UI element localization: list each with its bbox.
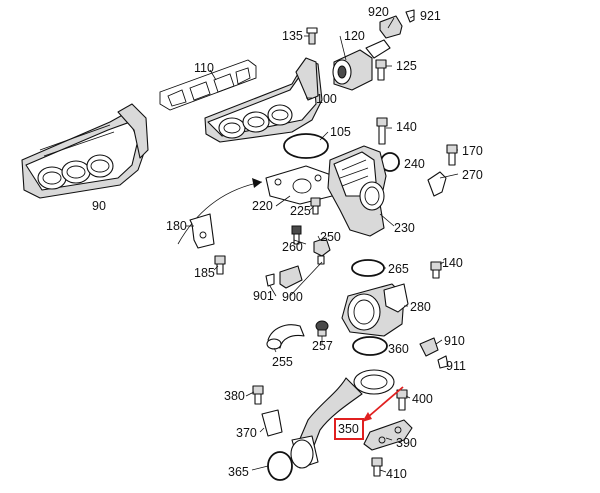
o-ring-360 bbox=[352, 336, 388, 356]
callout-140-lower: 140 bbox=[442, 256, 463, 270]
bolt-410 bbox=[371, 457, 383, 477]
callout-400: 400 bbox=[412, 392, 433, 406]
intake-manifold-left bbox=[21, 103, 149, 199]
bolt-140-lower bbox=[430, 261, 442, 279]
callout-260: 260 bbox=[282, 240, 303, 254]
bolt-225 bbox=[310, 197, 321, 215]
callout-257: 257 bbox=[312, 339, 333, 353]
callout-910: 910 bbox=[444, 334, 465, 348]
callout-100: 100 bbox=[316, 92, 337, 106]
callouts: 920 921 135 120 125 110 100 105 140 170 … bbox=[92, 5, 483, 481]
o-ring-105 bbox=[283, 133, 329, 159]
callout-220: 220 bbox=[252, 199, 273, 213]
o-ring-265 bbox=[351, 259, 385, 277]
clip-921 bbox=[405, 9, 415, 23]
clip-901 bbox=[265, 273, 275, 287]
plug-135 bbox=[306, 27, 318, 45]
actuator-120 bbox=[332, 39, 391, 91]
callout-920: 920 bbox=[368, 5, 389, 19]
callout-90: 90 bbox=[92, 199, 106, 213]
bracket-180 bbox=[189, 213, 215, 249]
callout-380: 380 bbox=[224, 389, 245, 403]
callout-185: 185 bbox=[194, 266, 215, 280]
callout-390: 390 bbox=[396, 436, 417, 450]
callout-225: 225 bbox=[290, 204, 311, 218]
callout-901: 901 bbox=[253, 289, 274, 303]
clip-911 bbox=[437, 355, 449, 369]
hose-255 bbox=[266, 324, 305, 350]
callout-900: 900 bbox=[282, 290, 303, 304]
callout-230: 230 bbox=[394, 221, 415, 235]
bolt-185 bbox=[214, 255, 226, 275]
fitting-257 bbox=[315, 320, 329, 337]
bolt-125 bbox=[375, 59, 387, 81]
callout-350: 350 bbox=[338, 422, 359, 436]
housing-230 bbox=[327, 145, 387, 237]
bracket-390 bbox=[363, 419, 413, 451]
callout-250: 250 bbox=[320, 230, 341, 244]
manifold-gasket bbox=[159, 59, 257, 111]
callout-360: 360 bbox=[388, 342, 409, 356]
callout-410: 410 bbox=[386, 467, 407, 481]
highlight-arrow bbox=[362, 386, 404, 422]
bracket-370 bbox=[261, 409, 283, 437]
callout-270: 270 bbox=[462, 168, 483, 182]
assembly-arrow bbox=[177, 181, 263, 245]
callout-265: 265 bbox=[388, 262, 409, 276]
connector-910 bbox=[419, 337, 439, 357]
assembly-arrowhead bbox=[252, 178, 262, 188]
callout-911: 911 bbox=[446, 359, 466, 373]
callout-370: 370 bbox=[236, 426, 257, 440]
callout-170: 170 bbox=[462, 144, 483, 158]
callout-255: 255 bbox=[272, 355, 293, 369]
highlight-box-350 bbox=[334, 418, 364, 440]
callout-921: 921 bbox=[420, 9, 441, 23]
intake-pipe-350 bbox=[290, 369, 395, 469]
callout-280: 280 bbox=[410, 300, 431, 314]
callout-125: 125 bbox=[396, 59, 417, 73]
o-ring-365 bbox=[267, 451, 293, 481]
callout-135: 135 bbox=[282, 29, 303, 43]
callout-365: 365 bbox=[228, 465, 249, 479]
intake-manifold-right bbox=[204, 57, 323, 143]
leader-lines bbox=[186, 15, 459, 473]
throttle-body-280 bbox=[341, 283, 409, 337]
callout-120: 120 bbox=[344, 29, 365, 43]
bolt-170 bbox=[446, 144, 458, 166]
bolt-140-upper bbox=[376, 117, 388, 145]
connector-920 bbox=[379, 15, 403, 39]
callout-240: 240 bbox=[404, 157, 425, 171]
callout-110: 110 bbox=[194, 61, 214, 75]
connector-900 bbox=[279, 265, 303, 289]
callout-180: 180 bbox=[166, 219, 187, 233]
callout-140-upper: 140 bbox=[396, 120, 417, 134]
flange-220 bbox=[265, 165, 335, 205]
bolt-400 bbox=[396, 389, 408, 411]
sensor-250 bbox=[313, 237, 331, 265]
callout-105: 105 bbox=[330, 125, 351, 139]
bracket-270 bbox=[427, 171, 447, 197]
bolt-380 bbox=[252, 385, 264, 405]
screw-260 bbox=[291, 225, 302, 245]
